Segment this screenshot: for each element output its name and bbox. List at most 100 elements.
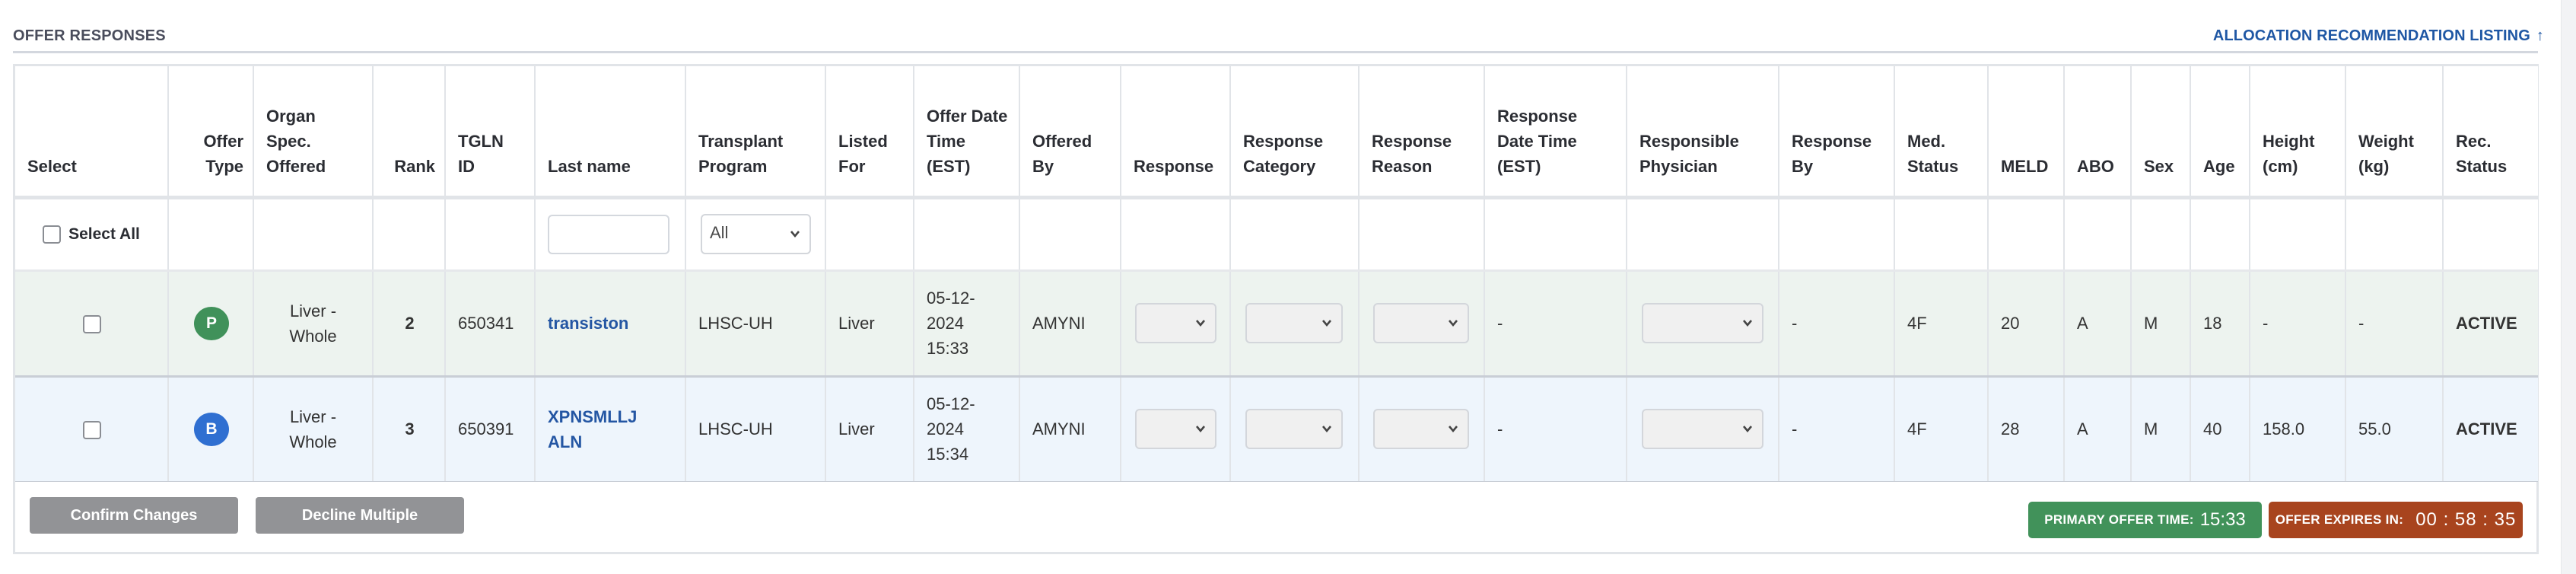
select-all-checkbox[interactable]: Select All	[15, 225, 167, 244]
col-header-meld: MELD	[1988, 66, 2065, 199]
col-header-sex: Sex	[2131, 66, 2191, 199]
response-select[interactable]	[1135, 303, 1216, 343]
offer-expires-badge: OFFER EXPIRES IN: 00 : 58 : 35	[2269, 502, 2523, 538]
section-header: OFFER RESPONSES ALLOCATION RECOMMENDATIO…	[13, 23, 2544, 53]
col-header-weight: Weight (kg)	[2345, 66, 2444, 199]
primary-offer-time-label: PRIMARY OFFER TIME:	[2044, 512, 2194, 527]
listed-for-cell: Liver	[825, 270, 914, 376]
last-name-link[interactable]: XPNSMLLJ ALN	[535, 376, 686, 482]
col-header-response-date-time: Response Date Time (EST)	[1484, 66, 1627, 199]
offer-date-time-cell: 05-12-2024 15:34	[914, 376, 1020, 482]
col-header-responsible-physician: Responsible Physician	[1627, 66, 1779, 199]
confirm-changes-button[interactable]: Confirm Changes	[30, 497, 238, 534]
last-name-link[interactable]: transiston	[535, 270, 686, 376]
weight-cell: 55.0	[2345, 376, 2444, 482]
col-header-response: Response	[1121, 66, 1231, 199]
col-header-transplant-program: Transplant Program	[685, 66, 826, 199]
last-name-filter-input[interactable]	[548, 214, 669, 254]
chevron-down-icon	[1195, 317, 1206, 328]
chevron-down-icon	[790, 228, 800, 239]
response-by-cell: -	[1779, 376, 1895, 482]
col-header-rec-status: Rec. Status	[2443, 66, 2538, 199]
table-footer: Confirm Changes Decline Multiple PRIMARY…	[13, 482, 2539, 554]
offer-responses-table: Select Offer Type Organ Spec. Offered Ra…	[13, 64, 2539, 483]
row-select-checkbox[interactable]	[83, 421, 101, 440]
responsible-physician-select[interactable]	[1642, 409, 1763, 449]
response-category-select[interactable]	[1245, 409, 1343, 449]
table-row: B Liver - Whole 3 650391 XPNSMLLJ ALN LH…	[15, 376, 2538, 482]
transplant-program-cell: LHSC-UH	[685, 270, 826, 376]
select-all-label: Select All	[68, 225, 140, 243]
col-header-organ: Organ Spec. Offered	[253, 66, 374, 199]
rank-cell: 2	[373, 270, 446, 376]
response-category-select[interactable]	[1245, 303, 1343, 343]
response-by-cell: -	[1779, 270, 1895, 376]
offered-by-cell: AMYNI	[1019, 376, 1121, 482]
response-reason-select[interactable]	[1373, 303, 1469, 343]
col-header-age: Age	[2190, 66, 2250, 199]
listed-for-cell: Liver	[825, 376, 914, 482]
offer-type-primary-badge: P	[194, 306, 229, 340]
response-select[interactable]	[1135, 409, 1216, 449]
col-header-response-by: Response By	[1779, 66, 1895, 199]
age-cell: 40	[2190, 376, 2250, 482]
arrow-up-icon: ↑	[2536, 27, 2544, 44]
col-header-select: Select	[15, 66, 169, 199]
col-header-tgln-id: TGLN ID	[445, 66, 536, 199]
chevron-down-icon	[1448, 317, 1458, 328]
filter-row: Select All All	[15, 197, 2538, 272]
abo-cell: A	[2064, 376, 2132, 482]
chevron-down-icon	[1321, 317, 1332, 328]
col-header-height: Height (cm)	[2250, 66, 2346, 199]
response-date-time-cell: -	[1484, 376, 1627, 482]
transplant-program-filter-select[interactable]: All	[701, 214, 811, 254]
abo-cell: A	[2064, 270, 2132, 376]
allocation-recommendation-link[interactable]: ALLOCATION RECOMMENDATION LISTING ↑	[2213, 27, 2544, 45]
chevron-down-icon	[1321, 423, 1332, 434]
rec-status-cell: ACTIVE	[2443, 376, 2538, 482]
response-reason-select[interactable]	[1373, 409, 1469, 449]
rank-cell: 3	[373, 376, 446, 482]
chevron-down-icon	[1195, 423, 1206, 434]
weight-cell: -	[2345, 270, 2444, 376]
tgln-id-link[interactable]: 650391	[445, 376, 536, 482]
chevron-down-icon	[1742, 317, 1753, 328]
checkbox[interactable]	[43, 225, 62, 244]
age-cell: 18	[2190, 270, 2250, 376]
med-status-cell: 4F	[1894, 270, 1989, 376]
tgln-id-link[interactable]: 650341	[445, 270, 536, 376]
height-cell: -	[2250, 270, 2346, 376]
meld-cell: 20	[1988, 270, 2065, 376]
transplant-program-filter-value: All	[710, 223, 729, 242]
section-title: OFFER RESPONSES	[13, 27, 166, 44]
col-header-response-reason: Response Reason	[1359, 66, 1485, 199]
col-header-response-category: Response Category	[1230, 66, 1360, 199]
row-select-checkbox[interactable]	[83, 315, 101, 334]
table-row: P Liver - Whole 2 650341 transiston LHSC…	[15, 270, 2538, 376]
meld-cell: 28	[1988, 376, 2065, 482]
height-cell: 158.0	[2250, 376, 2346, 482]
offer-expires-label: OFFER EXPIRES IN:	[2275, 512, 2404, 527]
rec-status-cell: ACTIVE	[2443, 270, 2538, 376]
responsible-physician-select[interactable]	[1642, 303, 1763, 343]
col-header-last-name: Last name	[535, 66, 686, 199]
page-scrollbar[interactable]	[2561, 0, 2576, 574]
col-header-abo: ABO	[2064, 66, 2132, 199]
col-header-offer-type: Offer Type	[168, 66, 254, 199]
primary-offer-time-badge: PRIMARY OFFER TIME: 15:33	[2028, 502, 2262, 538]
decline-multiple-button[interactable]: Decline Multiple	[256, 497, 464, 534]
organ-cell: Liver - Whole	[253, 376, 374, 482]
primary-offer-time-value: 15:33	[2199, 509, 2246, 530]
offer-date-time-cell: 05-12-2024 15:33	[914, 270, 1020, 376]
col-header-offered-by: Offered By	[1019, 66, 1121, 199]
select-all-cell: Select All	[15, 197, 169, 272]
allocation-link-label: ALLOCATION RECOMMENDATION LISTING	[2212, 27, 2530, 44]
organ-cell: Liver - Whole	[253, 270, 374, 376]
chevron-down-icon	[1448, 423, 1458, 434]
col-header-offer-date-time: Offer Date Time (EST)	[914, 66, 1020, 199]
offer-expires-countdown: 00 : 58 : 35	[2415, 509, 2517, 530]
response-date-time-cell: -	[1484, 270, 1627, 376]
col-header-rank: Rank	[373, 66, 446, 199]
chevron-down-icon	[1742, 423, 1753, 434]
col-header-med-status: Med. Status	[1894, 66, 1989, 199]
